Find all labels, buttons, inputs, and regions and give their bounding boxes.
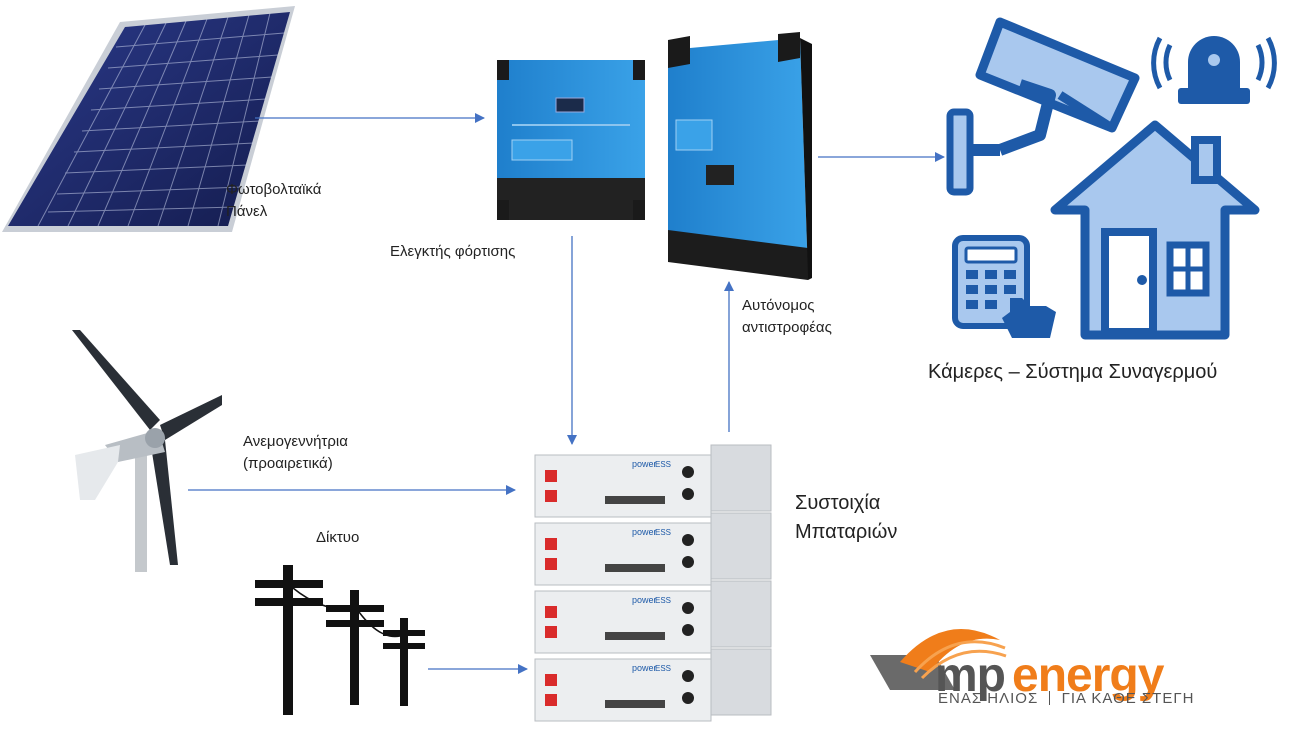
label-inverter-line1: Αυτόνομος — [742, 297, 815, 314]
utility-poles-icon — [255, 565, 425, 715]
label-inverter-line2: αντιστροφέας — [742, 319, 832, 336]
battery-brand-box-text: ESS — [655, 528, 671, 537]
label-battery-line2: Μπαταριών — [795, 521, 898, 543]
label-pv-line2: Πάνελ — [226, 203, 268, 220]
logo-mp-text: mp — [935, 649, 1006, 702]
battery-module — [534, 580, 772, 654]
inverter-icon — [668, 32, 812, 280]
label-pv-panels: Φωτοβολταϊκά Πάνελ — [226, 179, 321, 223]
siren-icon — [1151, 36, 1277, 104]
label-grid: Δίκτυο — [316, 529, 360, 546]
label-inverter: Αυτόνομος αντιστροφέας — [742, 295, 832, 339]
battery-module — [534, 648, 772, 722]
battery-brand-box-text: ESS — [655, 596, 671, 605]
battery-brand-text: power — [632, 527, 657, 537]
wind-turbine-icon — [72, 330, 222, 572]
battery-module — [534, 512, 772, 586]
charge-controller-icon — [497, 60, 645, 220]
label-wind-turbine: Ανεμογεννήτρια (προαιρετικά) — [243, 431, 348, 475]
battery-module — [534, 444, 772, 518]
security-system-icon — [946, 17, 1277, 340]
house-icon — [1050, 120, 1260, 340]
label-battery-bank: Συστοιχία Μπαταριών — [795, 489, 897, 547]
camera-icon — [946, 17, 1140, 196]
battery-brand-box-text: ESS — [655, 664, 671, 673]
battery-brand-box-text: ESS — [655, 460, 671, 469]
logo-slogan: ΕΝΑΣ ΗΛΙΟΣ ΓΙΑ ΚΑΘΕ ΣΤΕΓΗ — [938, 690, 1194, 707]
battery-brand-text: power — [632, 595, 657, 605]
label-pv-line1: Φωτοβολταϊκά — [226, 181, 322, 198]
label-charge-controller: Ελεγκτής φόρτισης — [390, 243, 516, 260]
battery-brand-text: power — [632, 459, 657, 469]
battery-brand-text: power — [632, 663, 657, 673]
logo-slogan-divider — [1049, 691, 1051, 705]
label-battery-line1: Συστοιχία — [795, 492, 881, 514]
mp-energy-logo-icon — [870, 629, 1007, 690]
label-cameras-alarm: Κάμερες – Σύστημα Συναγερμού — [928, 361, 1218, 383]
logo-energy-text: energy — [1012, 649, 1164, 702]
logo-slogan-left: ΕΝΑΣ ΗΛΙΟΣ — [938, 690, 1039, 707]
solar-panel-icon — [2, 6, 295, 232]
label-wind-line1: Ανεμογεννήτρια — [243, 433, 348, 450]
label-wind-line2: (προαιρετικά) — [243, 455, 333, 472]
keypad-icon — [952, 235, 1056, 338]
flow-arrows — [188, 113, 945, 674]
logo-slogan-right: ΓΙΑ ΚΑΘΕ ΣΤΕΓΗ — [1061, 690, 1195, 707]
battery-stack-icon: power power power power ESS ESS ESS ESS — [534, 444, 772, 722]
